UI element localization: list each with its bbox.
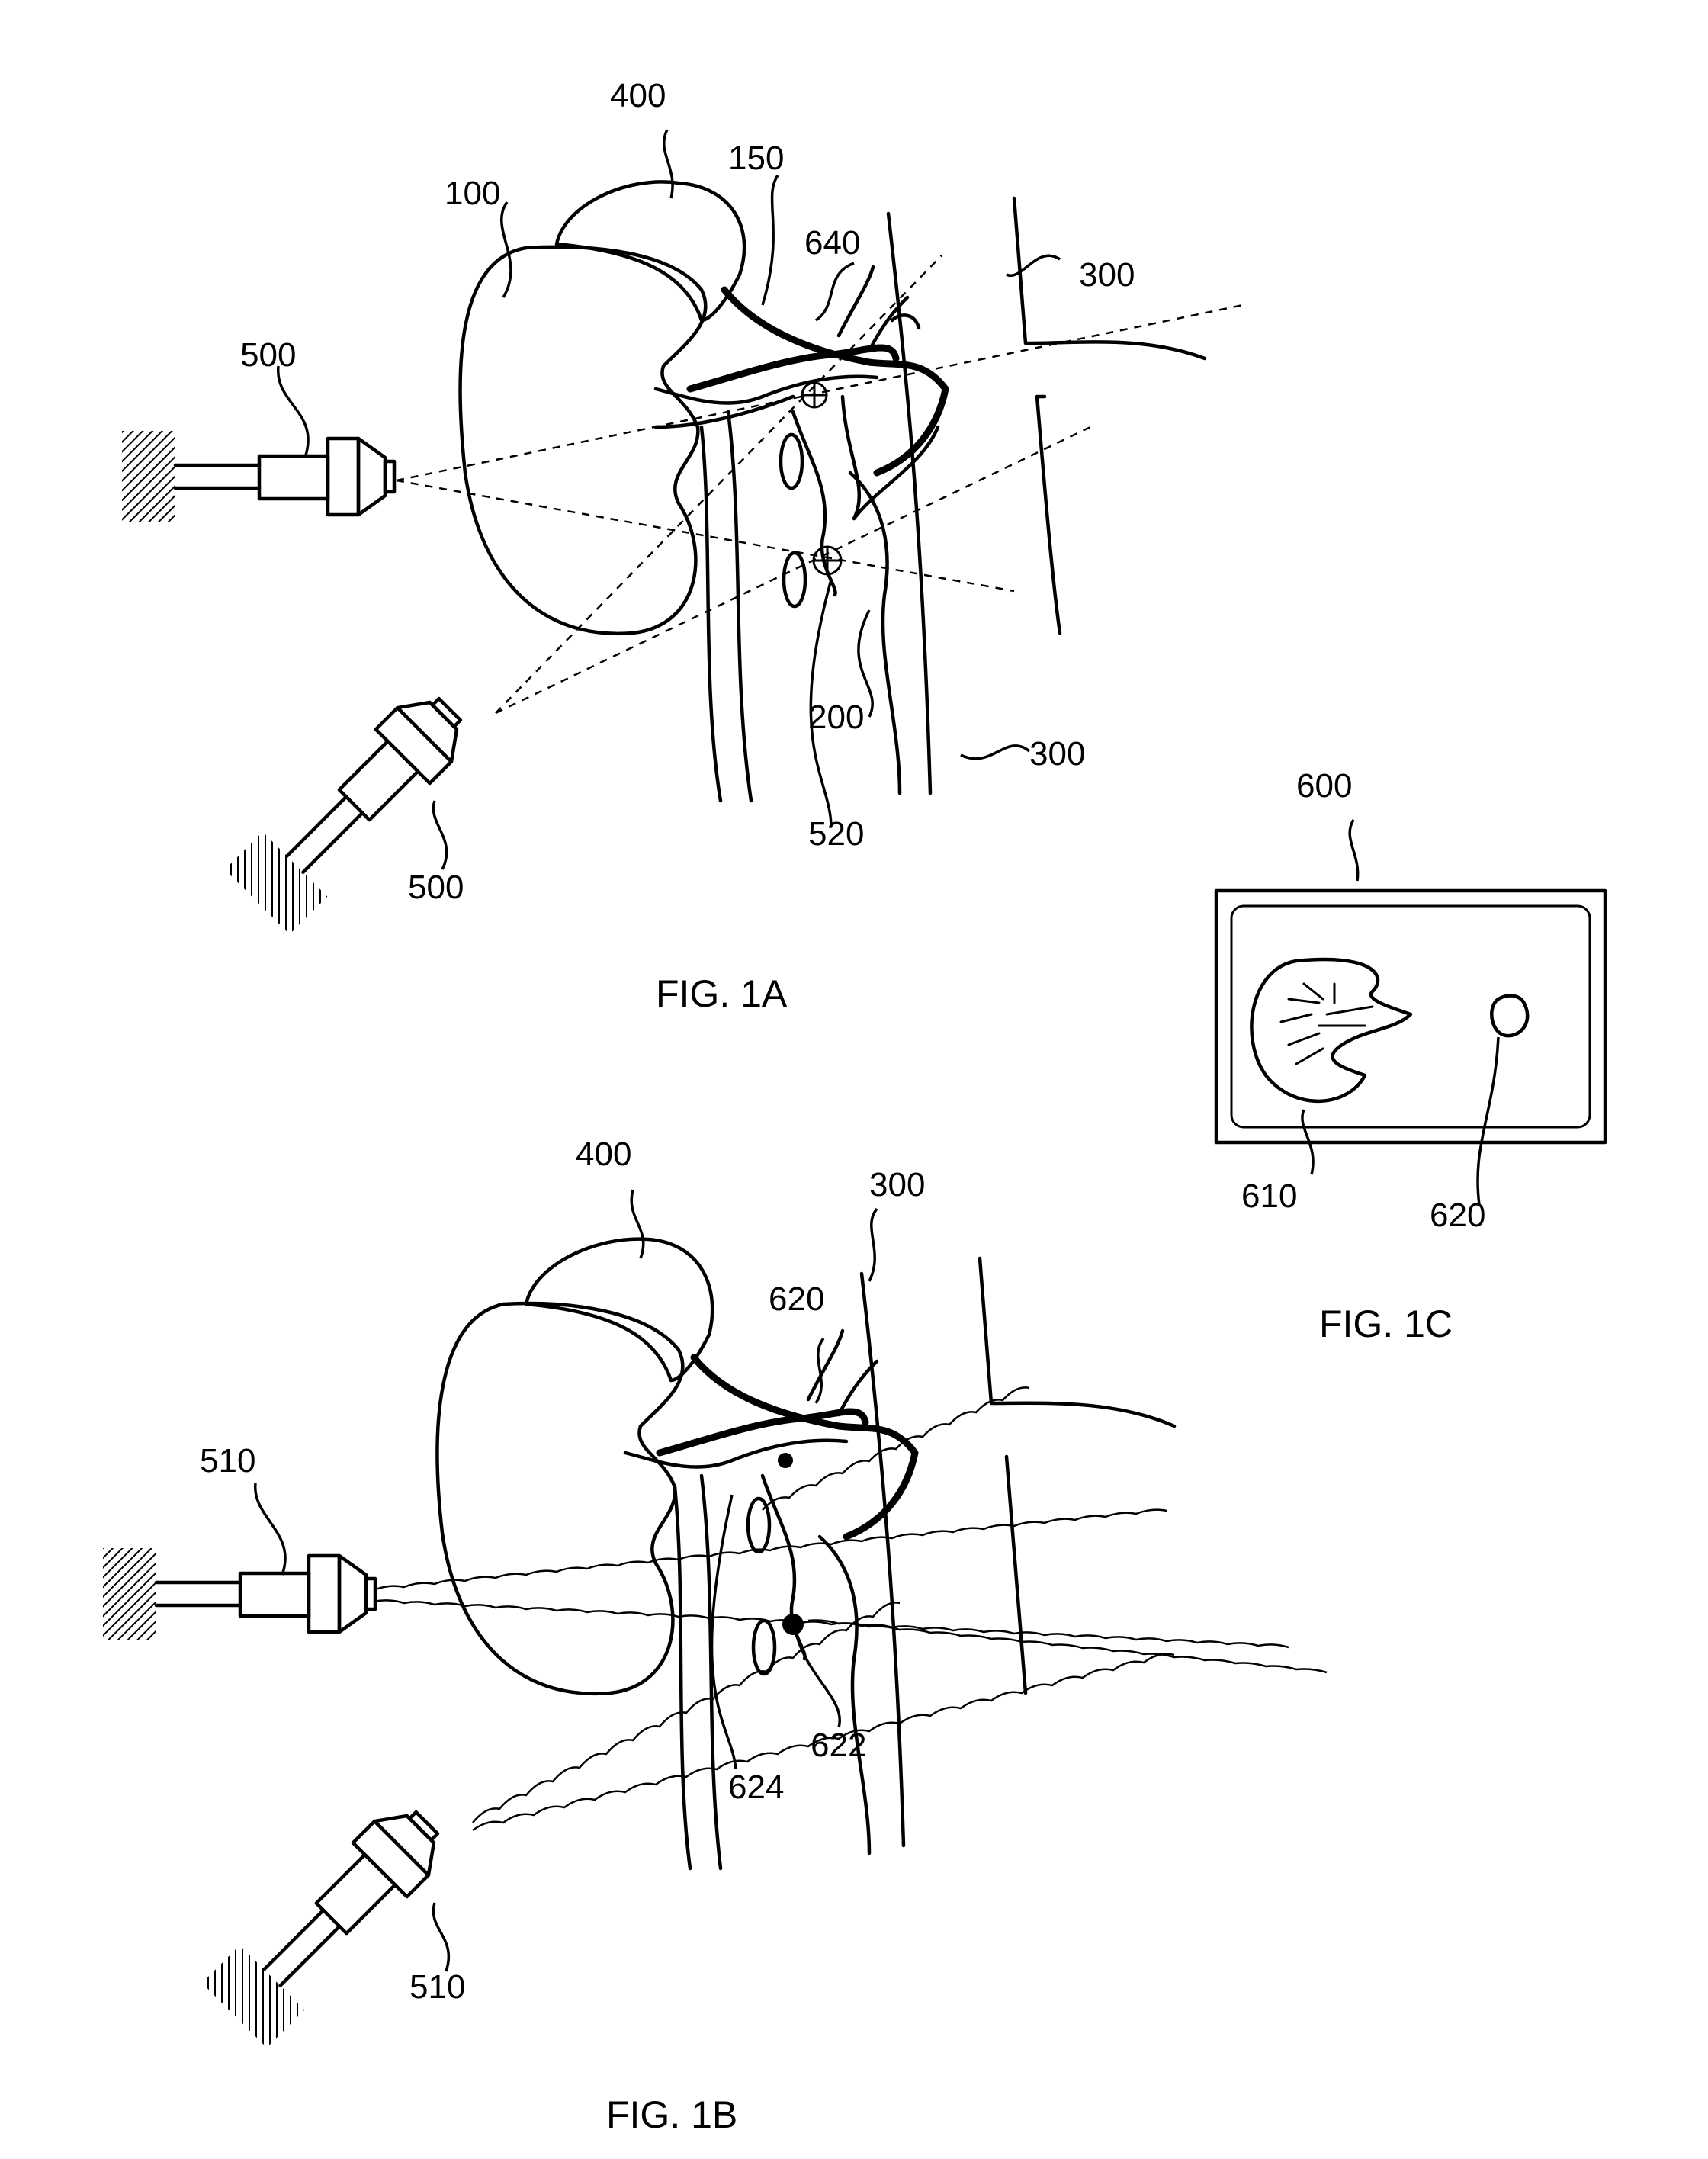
vessel-b-left-2 xyxy=(702,1476,721,1868)
wave-beam-5 xyxy=(762,1387,1029,1510)
label-640: 640 xyxy=(804,224,860,262)
beam-line-3 xyxy=(496,255,942,713)
label-b-400: 400 xyxy=(576,1136,631,1173)
vessel-b-300-long xyxy=(862,1274,904,1846)
leader-300b xyxy=(961,746,1029,759)
leader-600 xyxy=(1350,820,1358,881)
label-b-510a: 510 xyxy=(200,1442,255,1479)
leader-500b xyxy=(433,801,446,869)
wave-beam-2 xyxy=(374,1600,1289,1647)
vessel-300-lower xyxy=(1037,397,1060,633)
label-b-622: 622 xyxy=(811,1727,866,1764)
figure-1a: 400 150 100 640 300 500 200 300 520 500 … xyxy=(122,77,1243,1015)
label-300a: 300 xyxy=(1079,256,1135,294)
label-500a: 500 xyxy=(240,336,296,374)
beam-line-1 xyxy=(396,305,1243,480)
caption-fig-1b: FIG. 1B xyxy=(606,2093,737,2136)
leader-b-624 xyxy=(712,1495,736,1769)
vessel-b-hilum-2 xyxy=(660,1412,865,1453)
label-b-510b: 510 xyxy=(409,1968,465,2006)
vessel-loop xyxy=(843,397,938,519)
leader-300a xyxy=(1006,255,1060,275)
vessel-b-under xyxy=(820,1537,869,1853)
image-610-texture xyxy=(1281,984,1372,1064)
leader-640 xyxy=(816,263,854,320)
node-upper xyxy=(781,435,802,488)
organ-kidney-b xyxy=(437,1303,682,1694)
node-lower xyxy=(784,553,805,606)
label-b-300: 300 xyxy=(869,1166,925,1203)
organ-400-outline xyxy=(557,182,744,320)
vessel-under xyxy=(850,473,900,793)
label-520: 520 xyxy=(808,815,864,853)
organ-100-outline xyxy=(460,247,705,634)
figure-1c: 600 610 620 FIG. 1C xyxy=(1216,767,1605,1345)
vessel-b-left-1 xyxy=(675,1487,690,1868)
leader-b-510a xyxy=(255,1483,285,1575)
transducer-510-lower xyxy=(202,1791,459,2048)
vessel-b-300-lower xyxy=(1006,1457,1026,1693)
vessel-b-300-upper xyxy=(980,1258,1174,1426)
label-b-620: 620 xyxy=(769,1280,824,1318)
image-610 xyxy=(1251,959,1411,1101)
label-400: 400 xyxy=(610,77,666,114)
wave-beam-3 xyxy=(473,1602,900,1823)
leader-620c xyxy=(1478,1037,1498,1205)
vessel-left-1 xyxy=(702,427,721,801)
vessel-b-branch xyxy=(808,1331,877,1415)
leader-100 xyxy=(502,202,511,297)
leader-500a xyxy=(278,366,308,458)
label-200: 200 xyxy=(808,699,864,736)
focal-point-622 xyxy=(782,1614,804,1635)
label-b-624: 624 xyxy=(728,1769,784,1806)
organ-400-b xyxy=(526,1239,712,1380)
transducer-510-left xyxy=(103,1548,375,1640)
label-610: 610 xyxy=(1241,1177,1297,1215)
leader-b-510b xyxy=(433,1903,448,1971)
label-300b: 300 xyxy=(1029,735,1085,773)
label-500b: 500 xyxy=(408,869,464,906)
transducer-500-left xyxy=(122,431,394,522)
vessel-b-hilum-1 xyxy=(694,1357,915,1537)
vessel-branch-640 xyxy=(839,267,919,351)
leader-b-400 xyxy=(631,1190,644,1258)
focal-point-upper xyxy=(778,1453,793,1468)
label-600: 600 xyxy=(1296,767,1352,805)
wave-beam-6 xyxy=(808,1621,1327,1673)
caption-fig-1a: FIG. 1A xyxy=(656,972,788,1015)
figure-1b: 400 300 620 510 624 622 510 FIG. 1B xyxy=(103,1136,1327,2136)
caption-fig-1c: FIG. 1C xyxy=(1319,1303,1453,1345)
label-620c: 620 xyxy=(1430,1197,1485,1234)
leader-150 xyxy=(762,175,778,305)
vessel-300-long xyxy=(888,214,930,793)
label-100: 100 xyxy=(445,175,500,212)
image-620 xyxy=(1491,996,1527,1036)
leader-b-300 xyxy=(869,1209,877,1281)
leader-400 xyxy=(664,130,673,198)
beam-line-4 xyxy=(496,427,1090,713)
label-150: 150 xyxy=(728,140,784,177)
